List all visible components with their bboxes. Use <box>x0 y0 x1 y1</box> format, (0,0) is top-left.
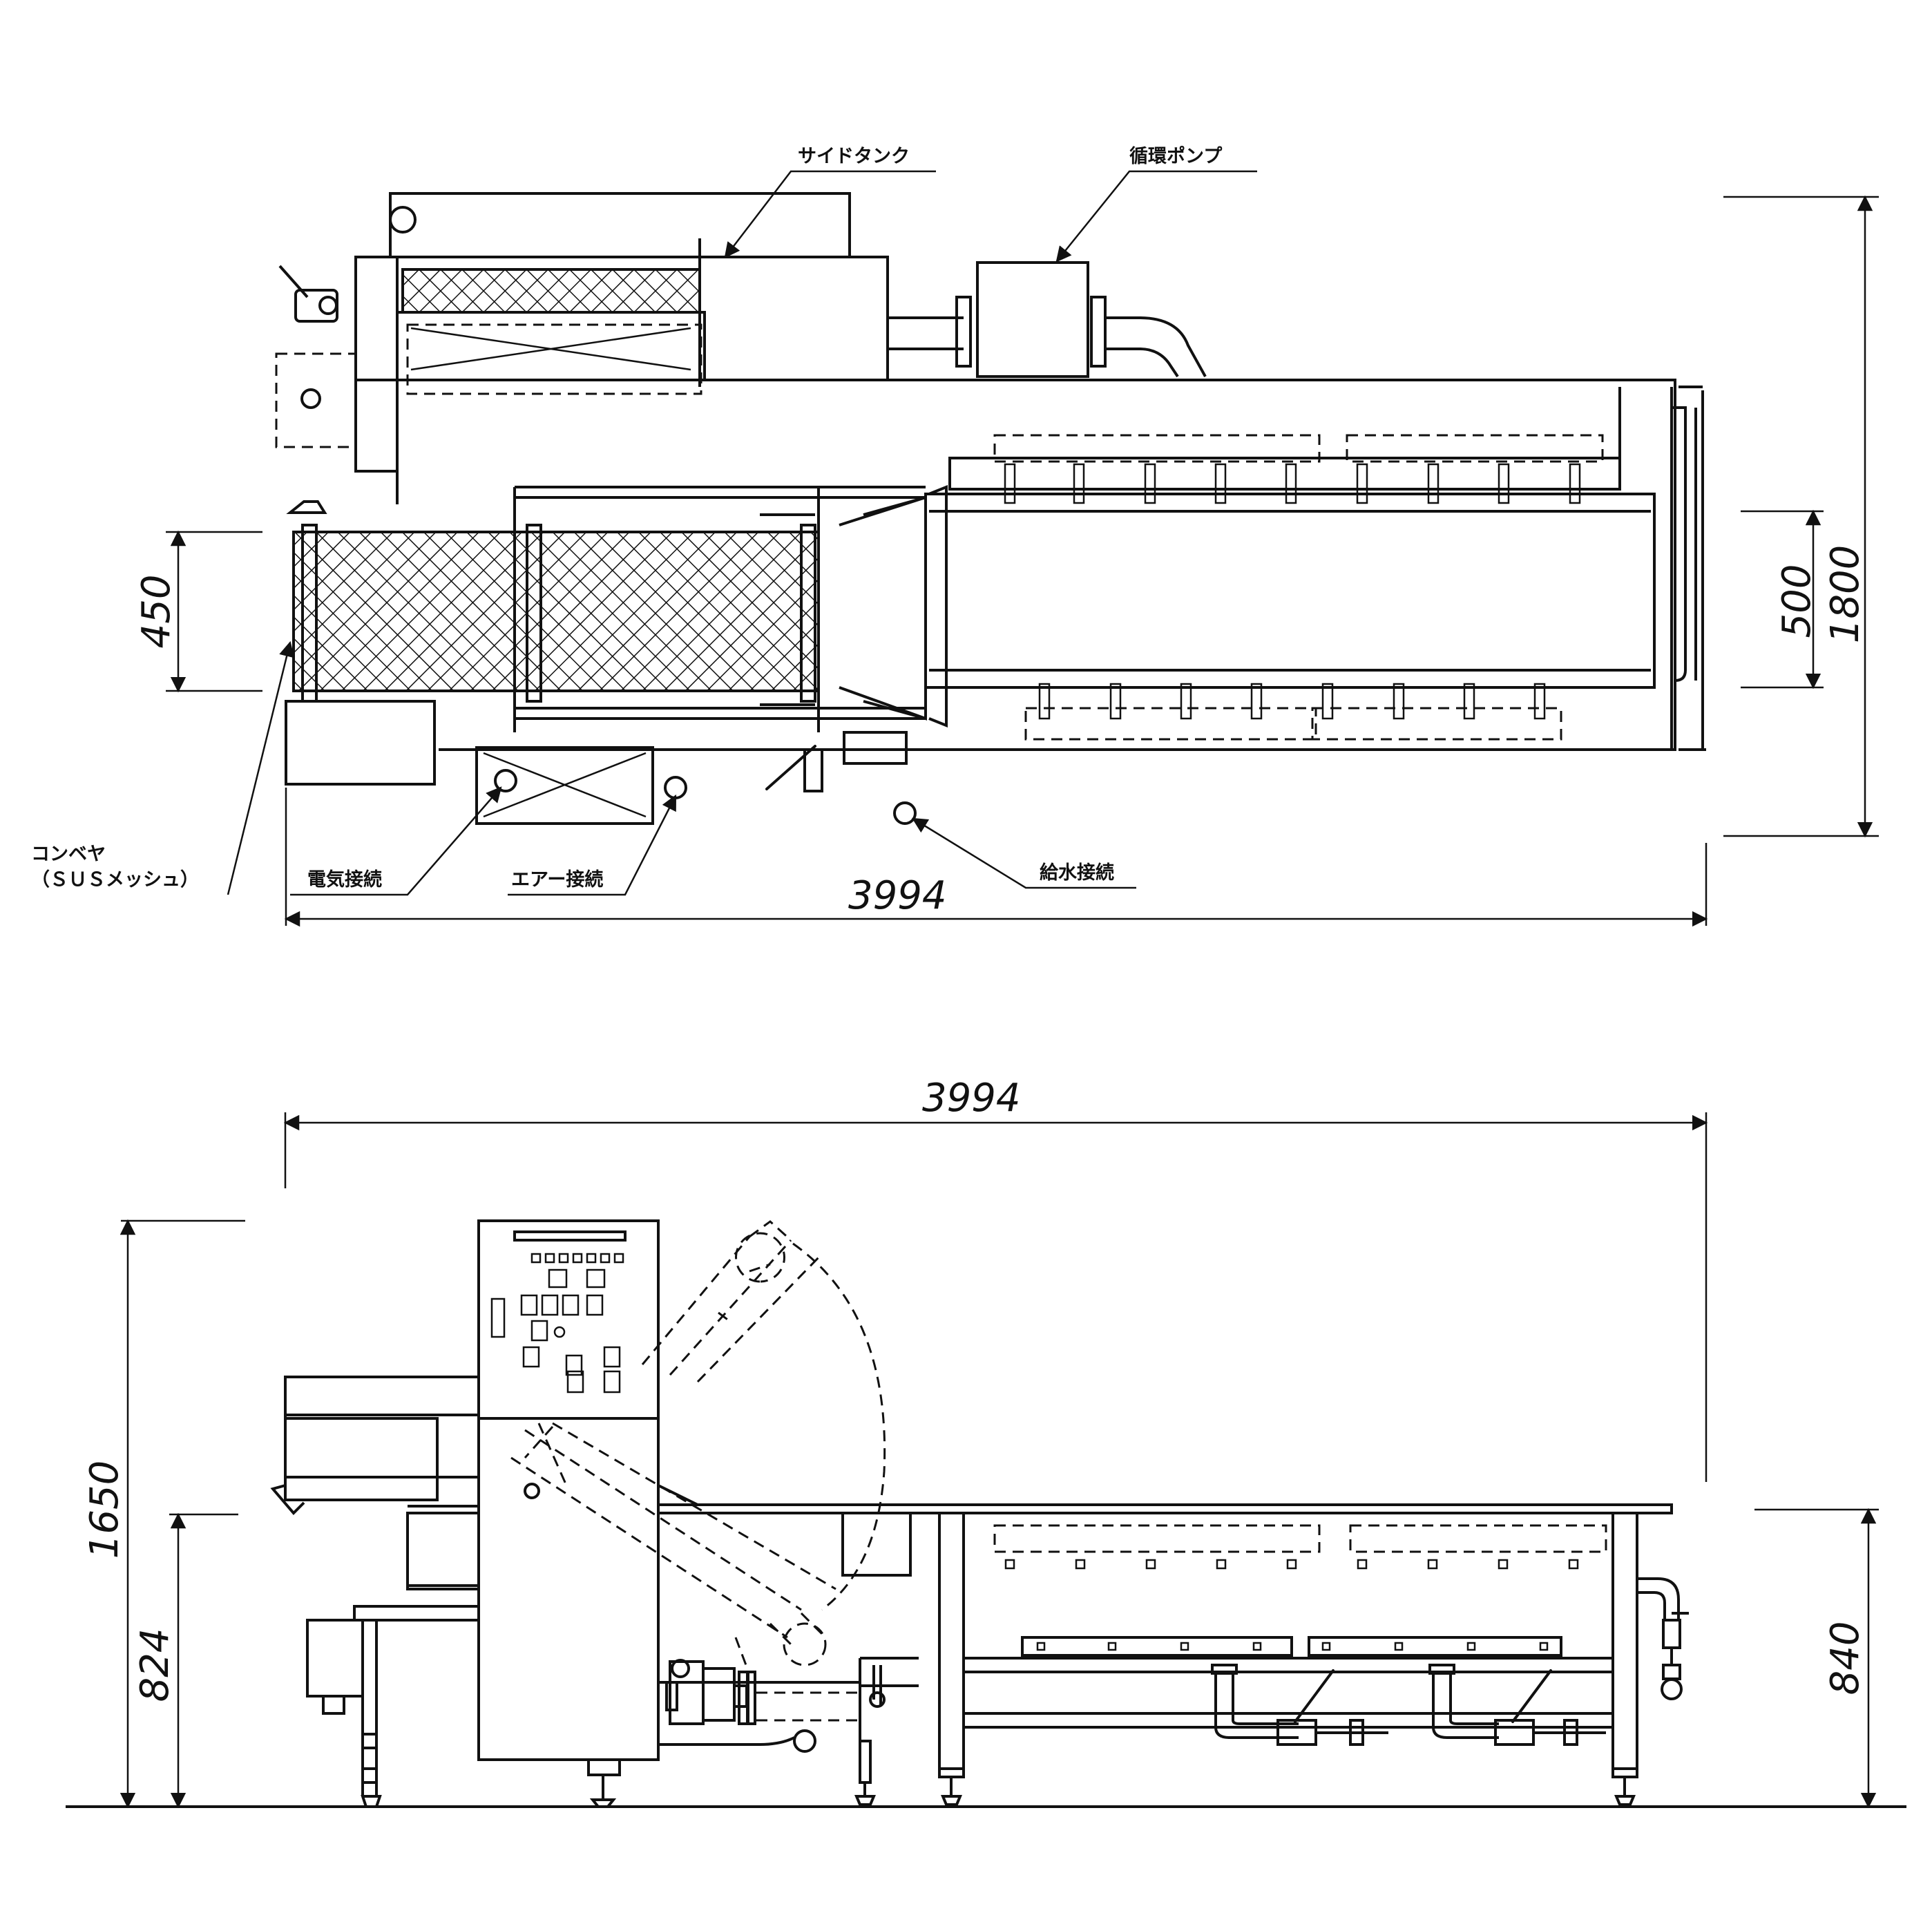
conveyor-plan <box>285 485 948 825</box>
dim-tank-height: 840 <box>1823 1622 1868 1695</box>
control-panel <box>477 1219 660 1808</box>
label-air-connection: エアー接続 <box>511 869 603 891</box>
dim-side-length: 3994 <box>922 1076 1021 1121</box>
plan-labels: サイドタンク 循環ポンプ コンベヤ （ＳＵＳメッシュ） 電気接続 エアー接続 給… <box>31 146 1257 896</box>
dim-side-height: 1650 <box>82 1461 127 1559</box>
dim-overall-width: 1800 <box>1823 545 1868 644</box>
wash-tank <box>658 1484 1689 1806</box>
plan-view: サイドタンク 循環ポンプ コンベヤ （ＳＵＳメッシュ） 電気接続 エアー接続 給… <box>31 146 1879 927</box>
water-connection-port <box>893 801 917 825</box>
dim-top-length: 3994 <box>848 873 947 918</box>
elevation-view: 3994 1650 824 840 <box>66 1076 1906 1809</box>
pump-assembly <box>658 1657 919 1806</box>
elevation-dimensions: 3994 1650 824 840 <box>82 1076 1879 1809</box>
label-water-connection: 給水接続 <box>1040 862 1114 884</box>
inlet-valve <box>275 256 399 473</box>
label-electric-connection: 電気接続 <box>307 868 382 891</box>
label-conveyor-2: （ＳＵＳメッシュ） <box>31 869 199 891</box>
infeed-hopper <box>270 1376 480 1808</box>
dim-tank-width: 500 <box>1775 564 1819 638</box>
side-tank <box>354 192 889 395</box>
label-circulation-pump: 循環ポンプ <box>1129 146 1223 167</box>
pump-piping <box>888 261 1207 378</box>
air-connection-port <box>664 776 687 799</box>
plan-dimensions: 3994 450 500 1800 <box>134 195 1879 927</box>
electric-connection-port <box>494 769 517 792</box>
dim-conveyor-width: 450 <box>134 575 179 649</box>
label-side-tank: サイドタンク <box>798 146 910 167</box>
dim-infeed-height: 824 <box>133 1628 178 1702</box>
label-conveyor-1: コンベヤ <box>31 844 106 865</box>
